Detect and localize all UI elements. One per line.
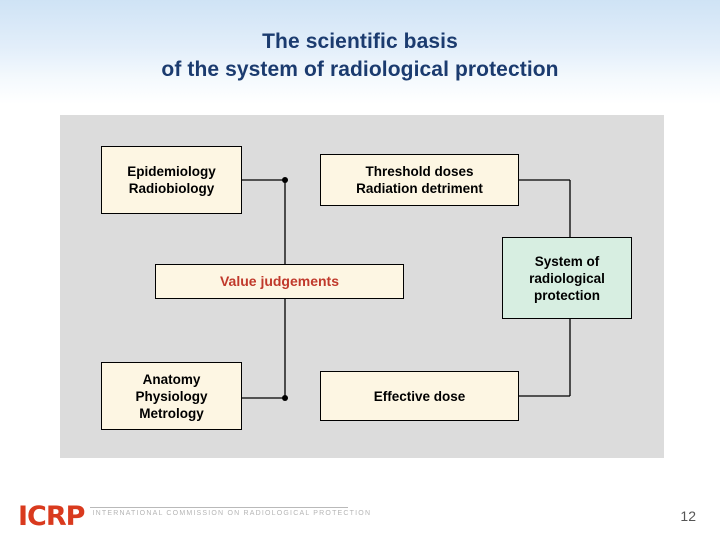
icrp-logo-subtitle: INTERNATIONAL COMMISSION ON RADIOLOGICAL… [92,509,372,517]
junction-dot-bottom [282,395,288,401]
box-value-judgements[interactable]: Value judgements [155,264,404,299]
box-epidemiology[interactable]: Epidemiology Radiobiology [101,146,242,214]
title-gradient-band [0,0,720,104]
page-title-line-2: of the system of radiological protection [161,58,559,81]
icrp-logo: ICRP INTERNATIONAL COMMISSION ON RADIOLO… [18,500,370,532]
box-threshold-doses[interactable]: Threshold doses Radiation detriment [320,154,519,206]
icrp-logo-rule: INTERNATIONAL COMMISSION ON RADIOLOGICAL… [90,506,370,526]
box-effective-dose[interactable]: Effective dose [320,371,519,421]
box-anatomy-physiology-metrology[interactable]: Anatomy Physiology Metrology [101,362,242,430]
page-title-line-1: The scientific basis [262,30,458,53]
page-title: The scientific basis of the system of ra… [0,28,720,84]
page-number: 12 [680,508,696,524]
icrp-wordmark: ICRP [18,500,85,532]
box-system-of-radiological-protection[interactable]: System of radiological protection [502,237,632,319]
junction-dot-top [282,177,288,183]
